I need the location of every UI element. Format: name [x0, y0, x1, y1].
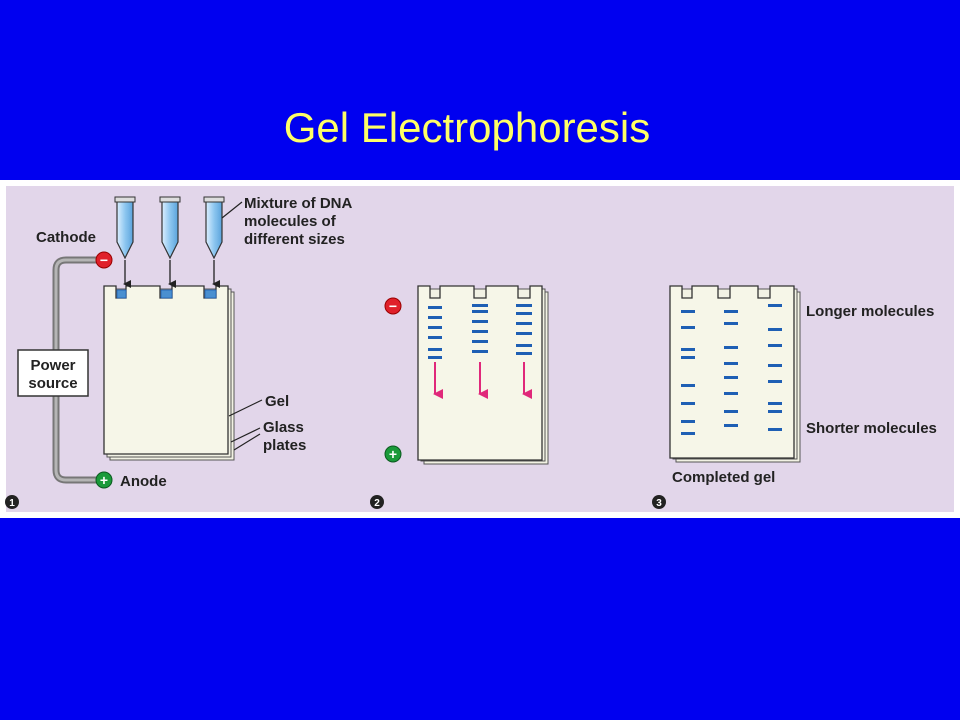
- band: [681, 310, 695, 313]
- band: [472, 330, 488, 333]
- band: [724, 310, 738, 313]
- cathode-minus-sign: −: [100, 252, 108, 268]
- band: [472, 304, 488, 307]
- mixture-label-2: molecules of: [244, 213, 337, 230]
- band: [472, 350, 488, 353]
- band: [681, 402, 695, 405]
- band: [768, 402, 782, 405]
- well-sample-2: [160, 289, 173, 299]
- step-2-badge: [370, 495, 384, 509]
- band: [724, 376, 738, 379]
- band: [681, 384, 695, 387]
- band: [472, 310, 488, 313]
- band: [724, 362, 738, 365]
- figure-band: Power source − + Cathode Anode: [0, 180, 960, 518]
- panel2-minus-sign: −: [389, 298, 397, 314]
- gel-slab: [103, 285, 229, 455]
- band: [681, 356, 695, 359]
- band: [724, 322, 738, 325]
- sample-tube-2: [159, 196, 181, 260]
- band: [768, 380, 782, 383]
- band: [516, 352, 532, 355]
- well-sample-3: [204, 289, 217, 299]
- mixture-leader: [221, 201, 243, 219]
- band: [724, 410, 738, 413]
- panel2-bands: [428, 304, 532, 359]
- band: [428, 336, 442, 339]
- band: [724, 392, 738, 395]
- power-source-label-2: source: [28, 375, 77, 392]
- power-source-box: [17, 349, 89, 397]
- mixture-label-3: different sizes: [244, 231, 345, 248]
- step-1-number: 1: [9, 498, 15, 509]
- well-sample-1: [116, 289, 127, 299]
- shorter-molecules-label: Shorter molecules: [806, 420, 937, 437]
- band: [428, 348, 442, 351]
- band: [516, 344, 532, 347]
- cathode-terminal-2: [384, 297, 402, 315]
- band: [428, 316, 442, 319]
- band: [724, 424, 738, 427]
- anode-terminal-2: [384, 445, 402, 463]
- band: [768, 304, 782, 307]
- cathode-terminal: [95, 251, 113, 269]
- band: [768, 410, 782, 413]
- step-2-number: 2: [374, 498, 380, 509]
- band: [768, 344, 782, 347]
- glass-label-2: plates: [263, 437, 306, 454]
- band: [681, 432, 695, 435]
- band: [768, 428, 782, 431]
- panel3-bands: [681, 304, 782, 435]
- cathode-label: Cathode: [36, 229, 96, 246]
- panel3-gel-slab: [669, 285, 795, 459]
- band: [516, 304, 532, 307]
- completed-gel-label: Completed gel: [672, 469, 775, 486]
- mixture-label-1: Mixture of DNA: [244, 195, 353, 212]
- step-1-badge: [5, 495, 19, 509]
- band: [428, 326, 442, 329]
- band: [516, 312, 532, 315]
- gel-label: Gel: [265, 393, 289, 410]
- glass-label-1: Glass: [263, 419, 304, 436]
- band: [724, 346, 738, 349]
- band: [516, 332, 532, 335]
- band: [768, 364, 782, 367]
- band: [681, 420, 695, 423]
- electrophoresis-figure: Power source − + Cathode Anode: [5, 186, 954, 512]
- longer-molecules-label: Longer molecules: [806, 303, 934, 320]
- step-3-badge: [652, 495, 666, 509]
- anode-terminal: [95, 471, 113, 489]
- panel-1: Power source − + Cathode Anode: [5, 195, 353, 509]
- glass-leader-2: [233, 433, 261, 451]
- band: [472, 320, 488, 323]
- gel-leader: [228, 399, 263, 417]
- power-source-label-1: Power: [30, 357, 75, 374]
- band: [472, 340, 488, 343]
- anode-label: Anode: [120, 473, 167, 490]
- band: [768, 328, 782, 331]
- slide-title-text: Gel Electrophoresis: [283, 104, 651, 151]
- step-3-number: 3: [656, 498, 662, 509]
- sample-tube-1: [114, 196, 136, 260]
- panel-3: Longer molecules Shorter molecules Compl…: [652, 285, 937, 509]
- anode-plus-sign: +: [100, 472, 108, 488]
- band: [428, 306, 442, 309]
- band: [516, 322, 532, 325]
- panel2-plus-sign: +: [389, 446, 397, 462]
- panel-2: − + 2: [370, 285, 549, 509]
- slide-title: Gel Electrophoresis: [0, 104, 930, 152]
- glass-leader-1: [230, 427, 261, 443]
- sample-tube-3: [203, 196, 225, 260]
- band: [681, 326, 695, 329]
- band: [428, 356, 442, 359]
- band: [681, 348, 695, 351]
